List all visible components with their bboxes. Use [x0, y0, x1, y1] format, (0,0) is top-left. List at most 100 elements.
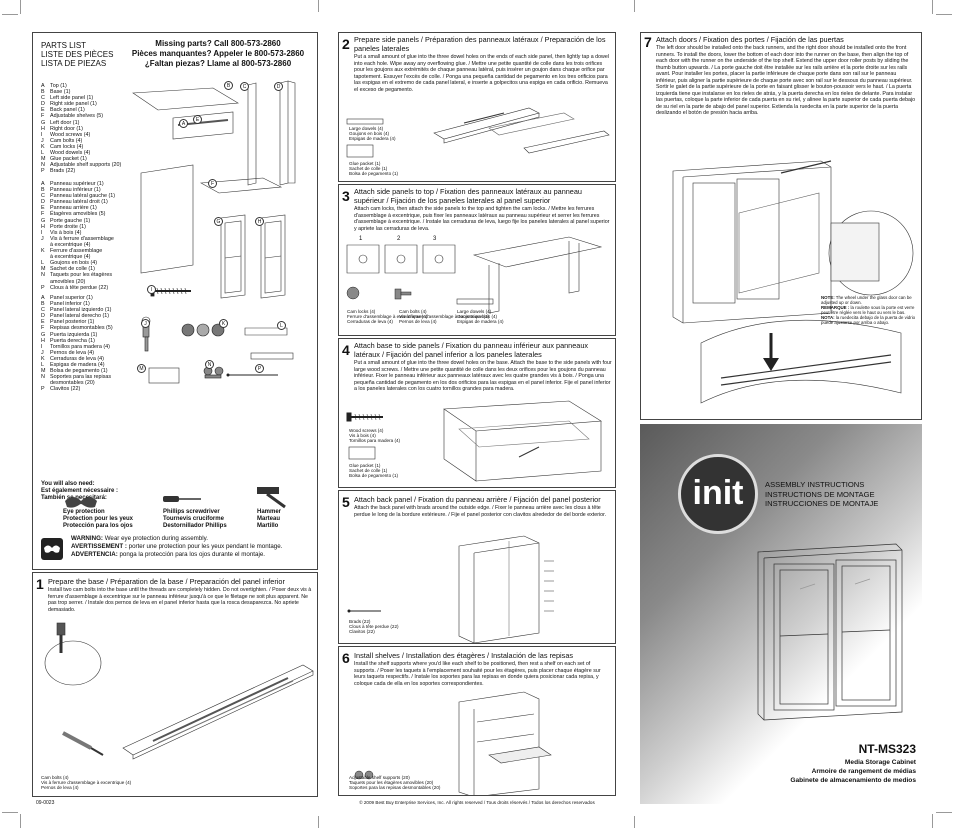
step-3-cambolts: Cam bolts (4) Vis à ferrure d'assemblage… [399, 309, 490, 325]
step-5-panel: 5 Attach back panel / Fixation du pannea… [338, 490, 616, 644]
step-number: 2 [342, 36, 350, 52]
step-number: 3 [342, 188, 350, 204]
part-item: à excentrique (4) [50, 254, 91, 261]
step-7-illustration [672, 160, 914, 404]
eye-protection-icon [65, 497, 97, 508]
part-callout: P [255, 364, 264, 373]
parts-illustration [132, 80, 296, 384]
part-callout: E [193, 115, 202, 124]
part-callout: B [224, 81, 233, 90]
step-body: Install two cam bolts into the base unti… [48, 587, 312, 613]
crop-mark [20, 814, 34, 828]
step-title: Prepare side panels / Préparation des pa… [354, 35, 606, 53]
step-2-glue: Glue packet (1) Sachet de colle (1) Bols… [349, 161, 399, 177]
step-body: Attach cam locks, then attach the side p… [354, 206, 610, 232]
step-1-parts: Cam bolts (4) Vis à ferrure d'assemblage… [41, 775, 132, 791]
step-4-screws: Wood screws (4) Vis à bois (4) Tornillos… [349, 428, 401, 444]
parts-list-panel: PARTS LIST LISTE DES PIÈCES LISTA DE PIE… [32, 32, 318, 570]
product-name: Media Storage Cabinet Armoire de rangeme… [790, 759, 916, 784]
cover-panel: init ASSEMBLY INSTRUCTIONS INSTRUCTIONS … [640, 424, 922, 804]
step-number: 5 [342, 494, 350, 510]
step-title: Install shelves / Installation des étagè… [354, 651, 574, 660]
crop-mark [20, 0, 34, 14]
step-5-illustration [347, 535, 554, 643]
part-callout: J [141, 319, 150, 328]
part-callout: D [274, 82, 283, 91]
step-body: Attach the back panel with brads around … [354, 505, 607, 518]
crop-mark [936, 812, 952, 826]
crop-mark [2, 14, 18, 28]
crop-mark [634, 0, 648, 12]
step-5-brads: Brads (22) Clous à tête perdue (22) Clav… [349, 619, 399, 635]
tool-screwdriver: Phillips screwdriver Tournevis cruciform… [163, 509, 227, 529]
step-7-note: NOTE: The wheel under the glass door can… [821, 295, 916, 325]
step-6-supports: Adjustable shelf supports (20) Taquets p… [349, 775, 441, 791]
step-3-panel: 3 Attach side panels to top / Fixation d… [338, 184, 616, 336]
part-callout: A [179, 119, 188, 128]
parts-heading: PARTS LIST LISTE DES PIÈCES LISTA DE PIE… [41, 41, 114, 69]
crop-mark [932, 0, 946, 14]
missing-parts-hotline: Missing parts? Call 800-573-2860 Pièces … [131, 39, 305, 68]
step-4-illustration [346, 400, 602, 482]
crop-mark [318, 816, 332, 828]
step-2-illustration [346, 107, 610, 158]
part-callout: K [219, 319, 228, 328]
crop-mark [318, 0, 332, 12]
screwdriver-icon [163, 496, 201, 502]
step-body: Put a small amount of glue into the thre… [354, 54, 610, 93]
part-item: desmontables (20) [50, 380, 95, 387]
step-6-illustration [354, 691, 552, 795]
step-number: 7 [644, 34, 652, 50]
step-3-dowels: Large dowels (4) Goujons en bois (4) Esp… [457, 309, 504, 325]
part-item: amovibles (20) [50, 278, 86, 285]
warning-icon [41, 538, 63, 560]
step-title: Attach side panels to top / Fixation des… [354, 187, 582, 205]
crop-mark [634, 816, 648, 828]
step-4-glue: Glue packet (1) Sachet de colle (1) Bols… [349, 463, 399, 479]
doc-code: 09-0023 [36, 800, 55, 806]
part-callout: I [147, 285, 156, 294]
step-7-panel: 7 Attach doors / Fixation des portes / F… [640, 32, 922, 420]
part-item: à excentrique (4) [50, 241, 91, 248]
cover-instructions-title: ASSEMBLY INSTRUCTIONS INSTRUCTIONS DE MO… [765, 480, 879, 508]
tool-hammer: Hammer Marteau Martillo [257, 509, 282, 529]
part-callout: F [208, 179, 217, 188]
step-body: Install the shelf supports where you'd l… [354, 661, 601, 687]
part-callout: C [240, 82, 249, 91]
part-callout: M [137, 364, 146, 373]
step-number: 1 [36, 576, 44, 592]
